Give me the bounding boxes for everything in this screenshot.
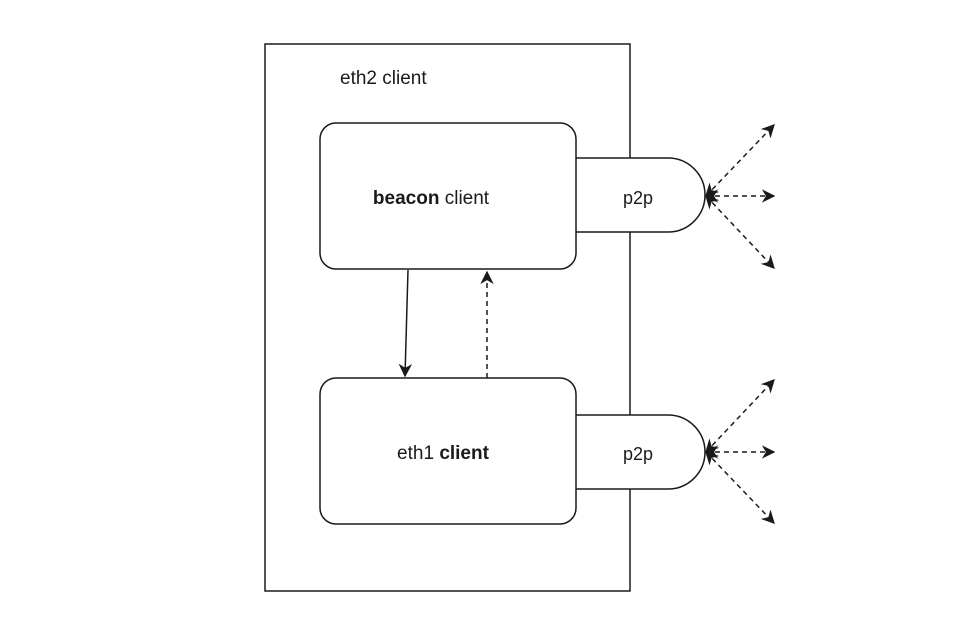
p2p-top-arrow-up: [705, 124, 775, 197]
beacon-to-eth1-arrow: [398, 269, 413, 378]
beacon-label-bold: beacon: [373, 188, 440, 209]
eth1-label-regular: eth1: [397, 443, 439, 464]
p2p-bottom-arrow-up: [705, 379, 775, 453]
p2p-bottom-arrow-down: [705, 451, 775, 524]
eth1-label-bold: client: [439, 443, 489, 464]
eth2-client-label: eth2 client: [340, 68, 427, 89]
p2p-bottom-fanout: [704, 379, 776, 524]
p2p-top-label: p2p: [623, 188, 653, 208]
beacon-label-rest: client: [439, 188, 489, 209]
beacon-client-box: [319, 122, 577, 270]
p2p-top-arrow-down: [705, 195, 775, 269]
eth1-client-box: [319, 377, 577, 525]
beacon-client-label: beacon client: [373, 188, 490, 209]
p2p-top-fanout: [704, 124, 776, 269]
p2p-bottom-label: p2p: [623, 444, 653, 464]
eth1-client-label: eth1 client: [397, 443, 490, 464]
